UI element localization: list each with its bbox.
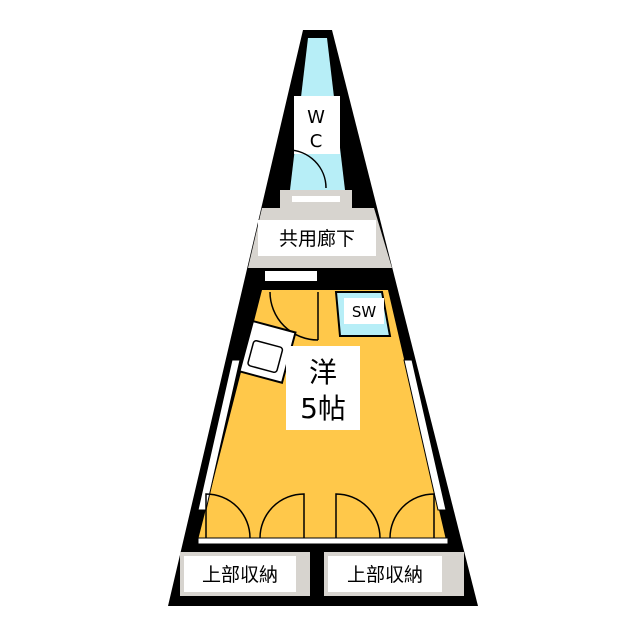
storage-left-label: 上部収納 <box>202 564 278 586</box>
entrance-door <box>263 269 319 283</box>
western-label-2: 5帖 <box>300 392 346 425</box>
entrance-door-swing <box>269 291 319 341</box>
wc-label-w: W <box>307 107 325 128</box>
wc-label-c: C <box>310 131 323 152</box>
storage-right-label-bg <box>328 556 442 592</box>
corridor-label: 共用廊下 <box>279 228 355 250</box>
shoe-label-bg <box>344 298 384 324</box>
corridor-label-bg <box>258 220 376 256</box>
shoe-label: SW <box>352 303 377 321</box>
wc-label-bg <box>294 96 340 154</box>
right-window <box>403 359 447 511</box>
western-label-1: 洋 <box>309 356 337 389</box>
closet-doors <box>205 493 435 539</box>
wc-sill <box>292 196 340 202</box>
storage-right-label: 上部収納 <box>347 564 423 586</box>
closet-strip <box>197 537 449 545</box>
storage-left-label-bg <box>184 556 296 592</box>
western-label-bg <box>286 346 360 430</box>
wc-door <box>287 149 327 189</box>
